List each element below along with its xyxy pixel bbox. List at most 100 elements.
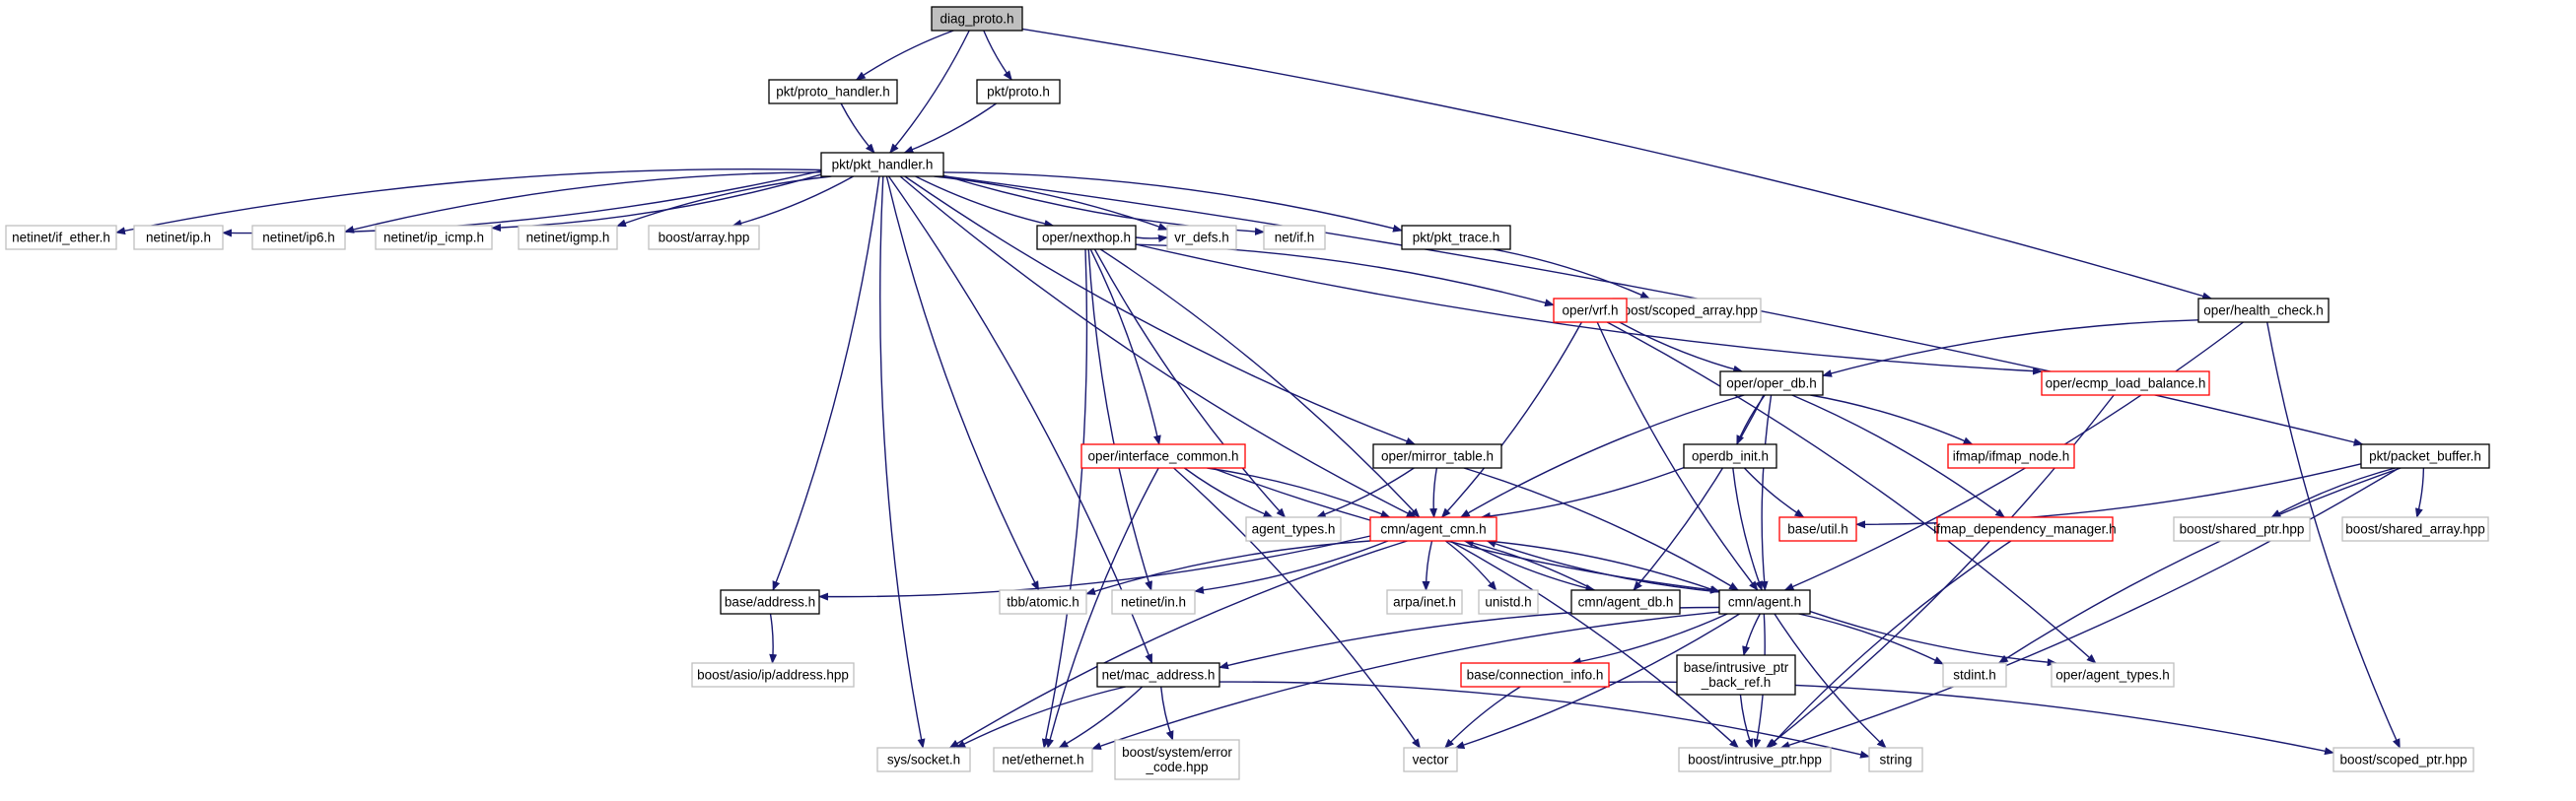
node-label: oper/interface_common.h xyxy=(1087,449,1238,464)
edge-base_intrusive_ptr_back_ref_h-to-boost_intrusive_ptr_hpp xyxy=(1739,694,1754,749)
edge-oper_nexthop_h-to-cmn_agent_cmn_h xyxy=(1099,248,1421,518)
node-arpa_inet_h[interactable]: arpa/inet.h xyxy=(1386,589,1463,615)
node-string[interactable]: string xyxy=(1868,747,1923,772)
node-netinet_if_ether_h[interactable]: netinet/if_ether.h xyxy=(5,225,117,250)
node-boost_scoped_array_hpp[interactable]: boost/scoped_array.hpp xyxy=(1612,298,1762,323)
node-box xyxy=(1386,589,1463,615)
node-box xyxy=(720,589,820,615)
node-label: cmn/agent.h xyxy=(1728,595,1801,610)
node-agent_types_h[interactable]: agent_types.h xyxy=(1245,516,1342,542)
edge-oper_oper_db_h-to-cmn_agent_db_h xyxy=(1633,394,1765,591)
node-oper_oper_db_h[interactable]: oper/oper_db.h xyxy=(1719,370,1824,396)
node-cmn_agent_db_h[interactable]: cmn/agent_db.h xyxy=(1570,589,1681,615)
edge-operdb_init_h-to-base_util_h xyxy=(1743,467,1805,518)
node-net_if_h[interactable]: net/if.h xyxy=(1263,225,1326,250)
node-oper_health_check_h[interactable]: oper/health_check.h xyxy=(2197,298,2330,323)
edge-cmn_agent_cmn_h-to-netinet_in_h xyxy=(1194,540,1389,594)
node-box xyxy=(2341,516,2489,542)
node-oper_nexthop_h[interactable]: oper/nexthop.h xyxy=(1036,225,1137,250)
node-netinet_ip_icmp_h[interactable]: netinet/ip_icmp.h xyxy=(375,225,493,250)
node-oper_vrf_h[interactable]: oper/vrf.h xyxy=(1553,298,1628,323)
node-netinet_igmp_h[interactable]: netinet/igmp.h xyxy=(518,225,618,250)
node-base_connection_info_h[interactable]: base/connection_info.h xyxy=(1460,662,1610,688)
edge-cmn_agent_h-to-cmn_agent_cmn_h xyxy=(1486,540,1720,593)
node-base_util_h[interactable]: base/util.h xyxy=(1778,516,1857,542)
node-boost_shared_array_hpp[interactable]: boost/shared_array.hpp xyxy=(2341,516,2489,542)
node-base_address_h[interactable]: base/address.h xyxy=(720,589,820,615)
edge-oper_nexthop_h-to-oper_interface_common_h xyxy=(1089,248,1161,445)
node-netinet_ip_h[interactable]: netinet/ip.h xyxy=(133,225,224,250)
node-box xyxy=(518,225,618,250)
node-boost_array_hpp[interactable]: boost/array.hpp xyxy=(648,225,760,250)
node-box xyxy=(1947,443,2075,469)
edge-diag_proto_h-to-pkt_proto_h xyxy=(983,30,1012,81)
node-cmn_agent_cmn_h[interactable]: cmn/agent_cmn.h xyxy=(1369,516,1497,542)
node-label: vector xyxy=(1413,753,1449,768)
node-box xyxy=(1036,225,1137,250)
node-box xyxy=(768,79,898,104)
node-sys_socket_h[interactable]: sys/socket.h xyxy=(876,747,971,772)
node-box xyxy=(133,225,224,250)
node-boost_shared_ptr_hpp[interactable]: boost/shared_ptr.hpp xyxy=(2173,516,2311,542)
node-netinet_ip6_h[interactable]: netinet/ip6.h xyxy=(251,225,346,250)
edge-oper_nexthop_h-to-oper_ecmp_load_balance_h xyxy=(1135,243,2043,375)
node-pkt_pkt_handler_h[interactable]: pkt/pkt_handler.h xyxy=(820,152,944,177)
node-net_mac_address_h[interactable]: net/mac_address.h xyxy=(1096,662,1220,688)
edge-operdb_init_h-to-cmn_agent_cmn_h xyxy=(1480,466,1685,520)
node-label: string xyxy=(1879,753,1912,768)
node-label: netinet/if_ether.h xyxy=(12,231,110,245)
node-cmn_agent_h[interactable]: cmn/agent.h xyxy=(1718,589,1811,615)
node-label: netinet/igmp.h xyxy=(526,231,610,245)
node-oper_mirror_table_h[interactable]: oper/mirror_table.h xyxy=(1372,443,1502,469)
node-box xyxy=(1678,747,1832,772)
node-label: pkt/pkt_trace.h xyxy=(1413,231,1500,245)
node-pkt_packet_buffer_h[interactable]: pkt/packet_buffer.h xyxy=(2360,443,2490,469)
node-pkt_pkt_trace_h[interactable]: pkt/pkt_trace.h xyxy=(1401,225,1511,250)
node-vr_defs_h[interactable]: vr_defs.h xyxy=(1166,225,1237,250)
node-boost_intrusive_ptr_hpp[interactable]: boost/intrusive_ptr.hpp xyxy=(1678,747,1832,772)
node-operdb_init_h[interactable]: operdb_init.h xyxy=(1683,443,1777,469)
node-stdint_h[interactable]: stdint.h xyxy=(1942,662,2007,688)
node-diag_proto_h[interactable]: diag_proto.h xyxy=(931,6,1023,32)
edge-oper_mirror_table_h-to-agent_types_h xyxy=(1315,467,1415,518)
node-box xyxy=(1096,662,1220,688)
node-boost_asio_ip_address_hpp[interactable]: boost/asio/ip/address.hpp xyxy=(691,662,855,688)
edge-oper_health_check_h-to-boost_scoped_ptr_hpp xyxy=(2266,321,2401,749)
edge-pkt_pkt_handler_h-to-tbb_atomic_h xyxy=(885,175,1040,591)
node-box xyxy=(1369,516,1497,542)
node-oper_interface_common_h[interactable]: oper/interface_common.h xyxy=(1080,443,1246,469)
node-box xyxy=(1245,516,1342,542)
node-ifmap_ifmap_node_h[interactable]: ifmap/ifmap_node.h xyxy=(1947,443,2075,469)
node-netinet_in_h[interactable]: netinet/in.h xyxy=(1111,589,1196,615)
edge-diag_proto_h-to-oper_health_check_h xyxy=(1021,28,2213,300)
node-vector[interactable]: vector xyxy=(1403,747,1458,772)
edge-pkt_pkt_handler_h-to-sys_socket_h xyxy=(879,175,926,749)
node-pkt_proto_h[interactable]: pkt/proto.h xyxy=(976,79,1061,104)
node-label: base/address.h xyxy=(725,595,815,610)
edge-cmn_agent_h-to-net_mac_address_h xyxy=(1218,606,1720,670)
node-base_intrusive_ptr_back_ref_h[interactable]: base/intrusive_ptr_back_ref.h xyxy=(1676,654,1796,696)
node-boost_system_error_code_hpp[interactable]: boost/system/error_code.hpp xyxy=(1114,739,1240,780)
node-box xyxy=(1111,589,1196,615)
edge-oper_health_check_h-to-cmn_agent_h xyxy=(1783,321,2244,591)
edge-oper_oper_db_h-to-cmn_agent_cmn_h xyxy=(1459,394,1745,518)
node-label: diag_proto.h xyxy=(940,12,1013,27)
node-box xyxy=(648,225,760,250)
node-pkt_proto_handler_h[interactable]: pkt/proto_handler.h xyxy=(768,79,898,104)
edge-cmn_agent_h-to-net_ethernet_h xyxy=(1091,611,1720,750)
node-tbb_atomic_h[interactable]: tbb/atomic.h xyxy=(999,589,1087,615)
edge-cmn_agent_cmn_h-to-boost_intrusive_ptr_hpp xyxy=(1449,540,1740,749)
edge-oper_interface_common_h-to-vector xyxy=(1173,467,1421,749)
node-oper_ecmp_load_balance_h[interactable]: oper/ecmp_load_balance.h xyxy=(2041,370,2210,396)
node-net_ethernet_h[interactable]: net/ethernet.h xyxy=(993,747,1093,772)
node-label: oper/agent_types.h xyxy=(2055,668,2170,683)
node-label: net/ethernet.h xyxy=(1002,753,1083,768)
node-box xyxy=(1478,589,1539,615)
node-boost_scoped_ptr_hpp[interactable]: boost/scoped_ptr.hpp xyxy=(2332,747,2474,772)
node-box xyxy=(1942,662,2007,688)
node-ifmap_dependency_manager_h[interactable]: ifmap_dependency_manager.h xyxy=(1933,516,2117,542)
node-unistd_h[interactable]: unistd.h xyxy=(1478,589,1539,615)
node-label: sys/socket.h xyxy=(887,753,960,768)
edge-oper_vrf_h-to-cmn_agent_cmn_h xyxy=(1440,321,1583,518)
node-oper_agent_types_h[interactable]: oper/agent_types.h xyxy=(2051,662,2175,688)
